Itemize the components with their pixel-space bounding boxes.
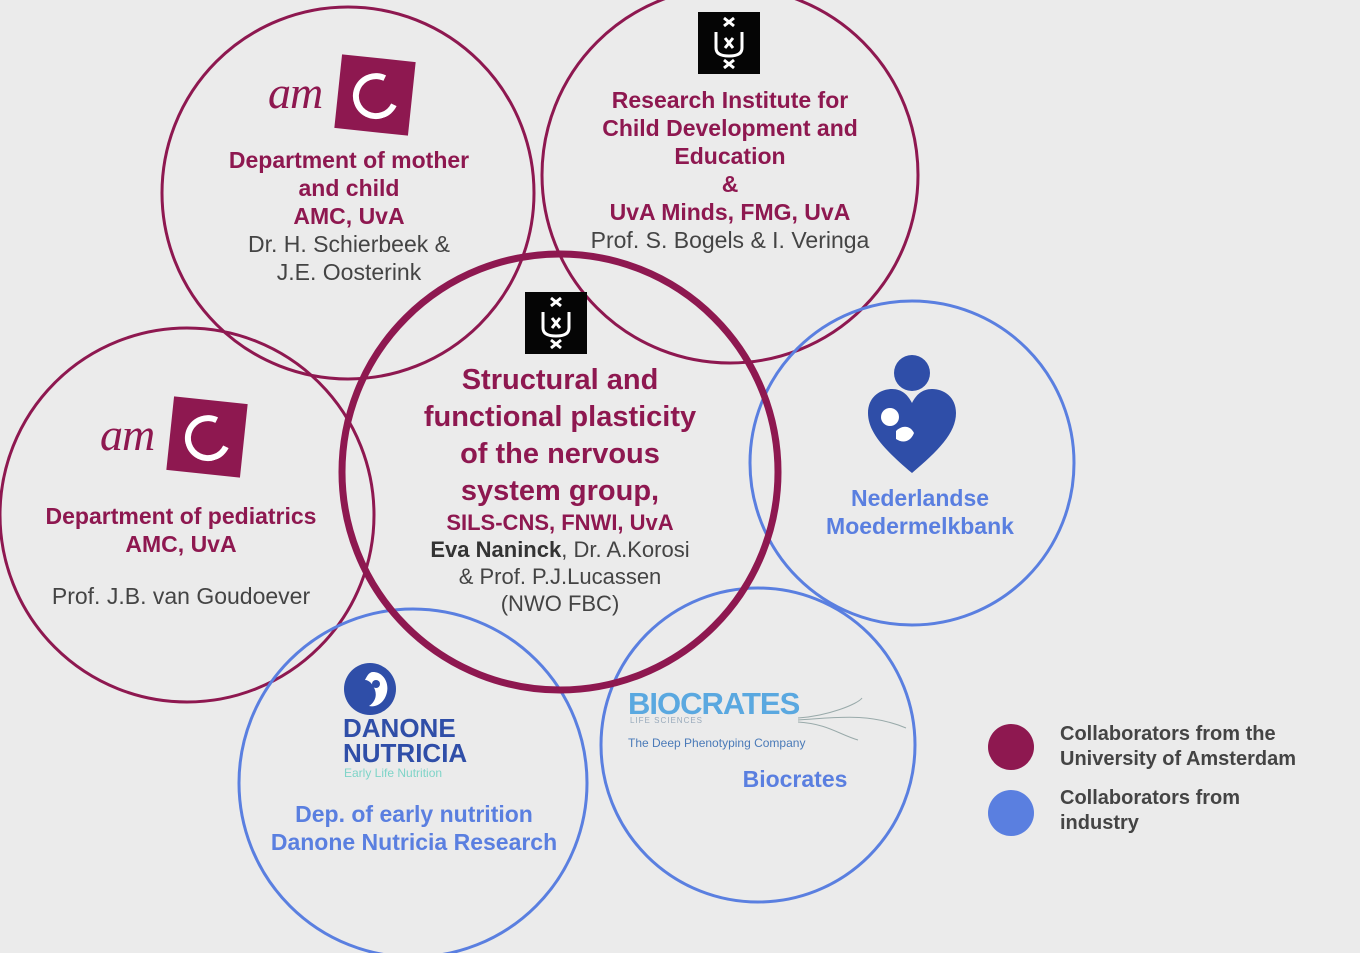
danone-block: Dep. of early nutrition Danone Nutricia … [254,800,574,856]
danone-title-1: Dep. of early nutrition [295,801,533,827]
uva-logo-icon [698,12,760,74]
legend-dot-industry [988,790,1034,836]
legend-dot-uva [988,724,1034,770]
mother-child-people-1: Dr. H. Schierbeek & [248,231,450,258]
uva-mark [714,16,744,70]
mother-child-title-2: and child [298,175,400,202]
legend-industry-line-1: Collaborators from [1060,787,1241,809]
milkbank-title-2: Moedermelkbank [826,513,1014,540]
amc-logo-box [334,54,416,136]
biocrates-title: Biocrates [742,766,848,792]
milkbank-block: Nederlandse Moedermelkbank [792,484,1048,540]
research-title-3: Education [674,143,786,170]
pediatrics-people: Prof. J.B. van Goudoever [51,583,311,610]
biocrates-block: Biocrates [690,765,900,793]
center-title-1: Structural and [461,364,659,396]
pediatrics-title-2: AMC, UvA [125,531,237,558]
mother-child-title-3: AMC, UvA [293,203,405,230]
danone-logo-icon: DANONE NUTRICIA Early Life Nutrition [340,660,490,785]
danone-name-line-1: DANONE [343,713,456,743]
center-people-line-1: Eva Naninck, Dr. A.Korosi [385,537,735,564]
center-title-4: system group, [460,475,660,508]
danone-logo-sub: Early Life Nutrition [344,766,443,780]
amc-c-mark [178,408,238,468]
circle-center [338,250,782,694]
research-title-1: Research Institute for [611,87,849,113]
amc-logo-icon: am [268,54,418,144]
center-title-2: functional plasticity [423,401,697,434]
biocrates-swoosh-icon [798,697,907,741]
research-institute-block: Research Institute for Child Development… [560,86,900,254]
circle-pediatrics [0,326,376,704]
mother-child-title-1: Department of mother [228,147,470,173]
center-people-rest: , Dr. A.Korosi [561,537,690,563]
center-affiliation: SILS-CNS, FNWI, UvA [446,510,674,536]
danone-name-line-2: NUTRICIA [343,737,468,768]
circle-research-institute [540,0,920,365]
center-lead-name: Eva Naninck [430,537,562,563]
amc-logo-text: am [268,67,323,118]
amc-c-mark [346,66,406,126]
milkbank-title-1: Nederlandse [850,485,990,511]
research-title-2: Child Development and [602,115,858,142]
research-title-4: & [721,171,739,198]
amc-logo-box [166,396,248,478]
circle-milkbank [748,299,1076,627]
legend-uva-line-2: University of Amsterdam [1060,748,1296,770]
center-block: Structural and functional plasticity of … [385,362,735,618]
research-title-5: UvA Minds, FMG, UvA [609,199,851,226]
biocrates-logo-name: BIOCRATES [628,686,800,721]
biocrates-logo-tagline: The Deep Phenotyping Company [628,736,806,750]
circle-danone [237,607,589,953]
pediatrics-title-1: Department of pediatrics [45,503,317,529]
legend-uva-line-1: Collaborators from the [1060,723,1276,745]
mother-child-people-2: J.E. Oosterink [276,259,422,286]
legend-label-industry: Collaborators from industry [1060,786,1240,836]
center-grant: (NWO FBC) [500,590,620,616]
danone-globe-icon [344,663,396,715]
legend-label-uva: Collaborators from the University of Ams… [1060,722,1296,772]
uva-mark [541,296,571,350]
uva-logo-icon [525,292,587,354]
circle-mother-child [160,5,536,381]
biocrates-logo-icon: BIOCRATES LIFE SCIENCES The Deep Phenoty… [628,686,918,756]
pediatrics-block: Department of pediatrics AMC, UvA Prof. … [16,502,346,610]
center-title-3: of the nervous [460,438,660,471]
amc-logo-text: am [100,409,155,460]
center-people-line-2: & Prof. P.J.Lucassen [458,564,662,590]
legend-industry-line-2: industry [1060,812,1139,834]
research-people: Prof. S. Bogels & I. Veringa [590,227,870,254]
biocrates-logo-sub: LIFE SCIENCES [630,716,704,725]
danone-title-2: Danone Nutricia Research [270,829,558,856]
danone-name: DANONE NUTRICIA [343,713,468,768]
mother-heart-icon [868,355,956,473]
amc-logo-icon: am [100,396,250,486]
mother-child-block: Department of mother and child AMC, UvA … [188,146,510,286]
circle-biocrates [599,586,917,904]
